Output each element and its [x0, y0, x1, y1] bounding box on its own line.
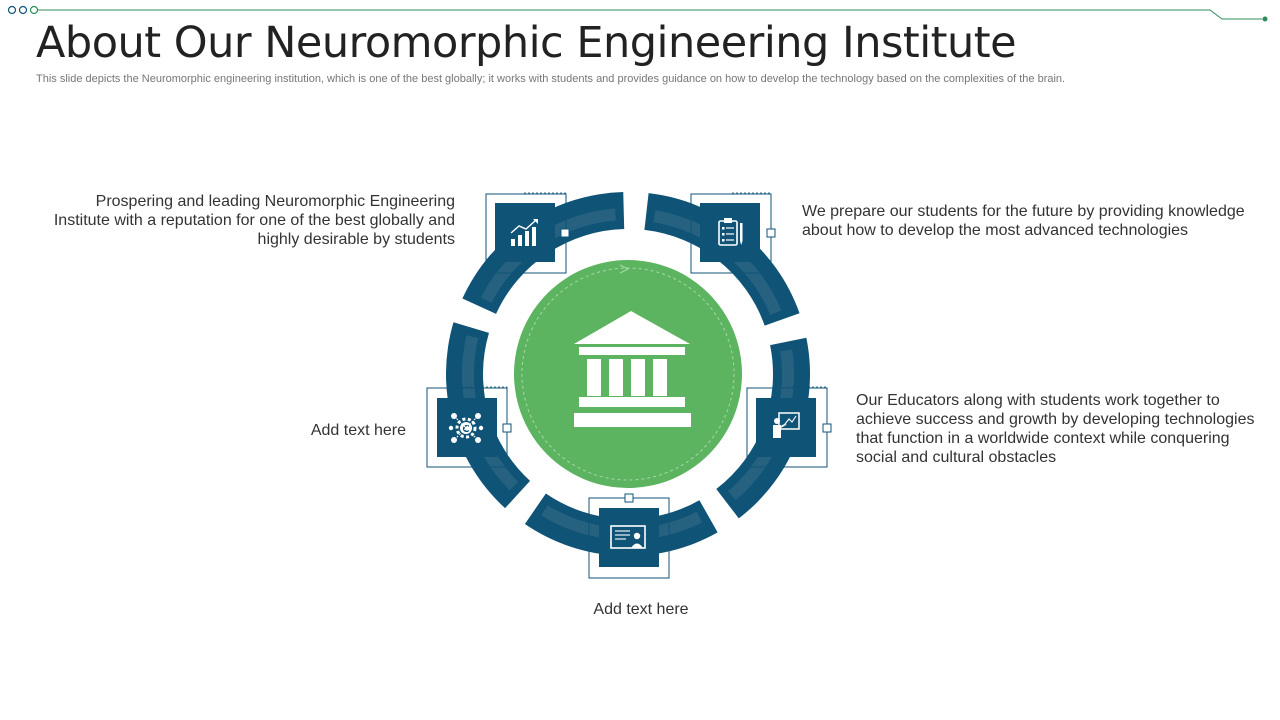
center-arrow: [619, 264, 630, 274]
decor-dot: [7, 5, 17, 15]
presentation-screen-icon: [610, 525, 646, 549]
decor-dot: [18, 5, 28, 15]
item-2-icon-box: [690, 192, 776, 274]
item-2-text: We prepare our students for the future b…: [802, 203, 1245, 239]
item-5-icon-box: C: [426, 386, 512, 468]
header-line: [38, 9, 1262, 20]
center-dashed-ring: [521, 267, 735, 481]
item-1-icon-box: [485, 192, 570, 274]
page-title: About Our Neuromorphic Engineering Insti…: [36, 18, 1017, 68]
item-4-text: Add text here: [593, 601, 689, 618]
header-decoration: [7, 5, 1268, 22]
item-3-text: Our Educators along with students work t…: [856, 392, 1255, 466]
bar-chart-icon: [510, 219, 538, 246]
item-3-icon-box: [746, 386, 832, 468]
item-5-text: Add text here: [310, 422, 406, 439]
decor-dot: [1262, 16, 1268, 22]
decor-dot: [29, 5, 39, 15]
item-4-icon-box: [588, 493, 670, 579]
center-circle: [514, 260, 742, 488]
item-1-text: Prospering and leading Neuromorphic Engi…: [53, 193, 455, 248]
clipboard-icon: [718, 218, 743, 246]
svg-text:C: C: [462, 424, 469, 435]
teacher-board-icon: [773, 412, 800, 438]
gear-network-icon: C: [448, 413, 484, 443]
institution-building-icon: [574, 311, 691, 427]
page-subtitle: This slide depicts the Neuromorphic engi…: [36, 73, 1066, 85]
